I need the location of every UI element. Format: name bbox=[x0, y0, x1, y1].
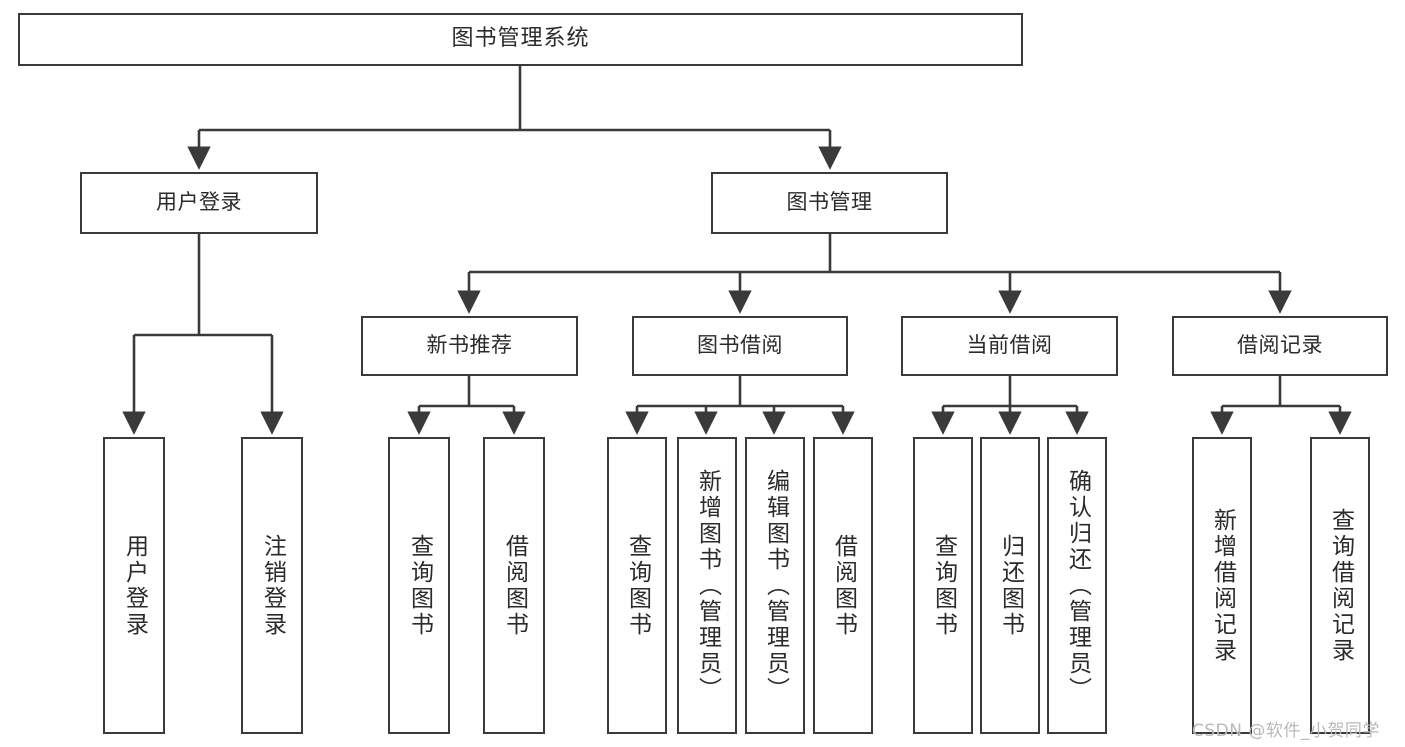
node-user-login[interactable]: 用户登录 bbox=[80, 172, 318, 234]
node-leaf-borrow-book-2-label: 借阅图书 bbox=[830, 533, 857, 638]
node-leaf-query-book-2[interactable]: 查询图书 bbox=[607, 437, 667, 734]
node-current-borrow-label: 当前借阅 bbox=[966, 333, 1053, 358]
node-leaf-query-book-1[interactable]: 查询图书 bbox=[388, 437, 450, 734]
node-borrow-record-label: 借阅记录 bbox=[1237, 333, 1323, 358]
node-leaf-borrow-book-2[interactable]: 借阅图书 bbox=[813, 437, 873, 734]
node-leaf-borrow-book-1[interactable]: 借阅图书 bbox=[483, 437, 545, 734]
node-leaf-return-book-label: 归还图书 bbox=[997, 533, 1024, 638]
csdn-watermark: CSDN @软件_小贺同学 bbox=[1192, 721, 1380, 741]
node-new-book-recommend-label: 新书推荐 bbox=[426, 333, 513, 358]
node-leaf-edit-book-admin[interactable]: 编辑图书（管理员） bbox=[745, 437, 805, 734]
node-leaf-confirm-return-admin-label: 确认归还（管理员） bbox=[1064, 468, 1091, 703]
node-book-management[interactable]: 图书管理 bbox=[711, 172, 948, 234]
node-current-borrow[interactable]: 当前借阅 bbox=[901, 316, 1118, 376]
node-root-label: 图书管理系统 bbox=[451, 26, 590, 52]
node-book-borrow-label: 图书借阅 bbox=[697, 333, 783, 358]
node-leaf-add-borrow-record[interactable]: 新增借阅记录 bbox=[1192, 437, 1252, 734]
node-new-book-recommend[interactable]: 新书推荐 bbox=[361, 316, 578, 376]
node-leaf-query-book-1-label: 查询图书 bbox=[406, 533, 433, 638]
node-root[interactable]: 图书管理系统 bbox=[18, 13, 1023, 66]
node-leaf-return-book[interactable]: 归还图书 bbox=[980, 437, 1040, 734]
node-leaf-query-borrow-record-label: 查询借阅记录 bbox=[1327, 507, 1354, 664]
node-leaf-query-book-3-label: 查询图书 bbox=[930, 533, 957, 638]
node-book-management-label: 图书管理 bbox=[786, 190, 873, 215]
node-leaf-add-borrow-record-label: 新增借阅记录 bbox=[1209, 507, 1236, 664]
node-leaf-query-borrow-record[interactable]: 查询借阅记录 bbox=[1310, 437, 1370, 734]
node-book-borrow[interactable]: 图书借阅 bbox=[632, 316, 848, 376]
node-leaf-edit-book-admin-label: 编辑图书（管理员） bbox=[762, 468, 789, 703]
node-leaf-add-book-admin-label: 新增图书（管理员） bbox=[694, 468, 721, 703]
node-user-login-label: 用户登录 bbox=[156, 190, 242, 215]
node-borrow-record[interactable]: 借阅记录 bbox=[1172, 316, 1388, 376]
node-leaf-add-book-admin[interactable]: 新增图书（管理员） bbox=[677, 437, 737, 734]
node-leaf-user-login[interactable]: 用户登录 bbox=[103, 437, 165, 734]
node-leaf-confirm-return-admin[interactable]: 确认归还（管理员） bbox=[1047, 437, 1107, 734]
node-leaf-user-login-label: 用户登录 bbox=[121, 533, 148, 638]
node-leaf-borrow-book-1-label: 借阅图书 bbox=[501, 533, 528, 638]
node-leaf-query-book-2-label: 查询图书 bbox=[624, 533, 651, 638]
node-leaf-logout-login[interactable]: 注销登录 bbox=[241, 437, 303, 734]
node-leaf-logout-login-label: 注销登录 bbox=[259, 533, 286, 638]
node-leaf-query-book-3[interactable]: 查询图书 bbox=[913, 437, 973, 734]
